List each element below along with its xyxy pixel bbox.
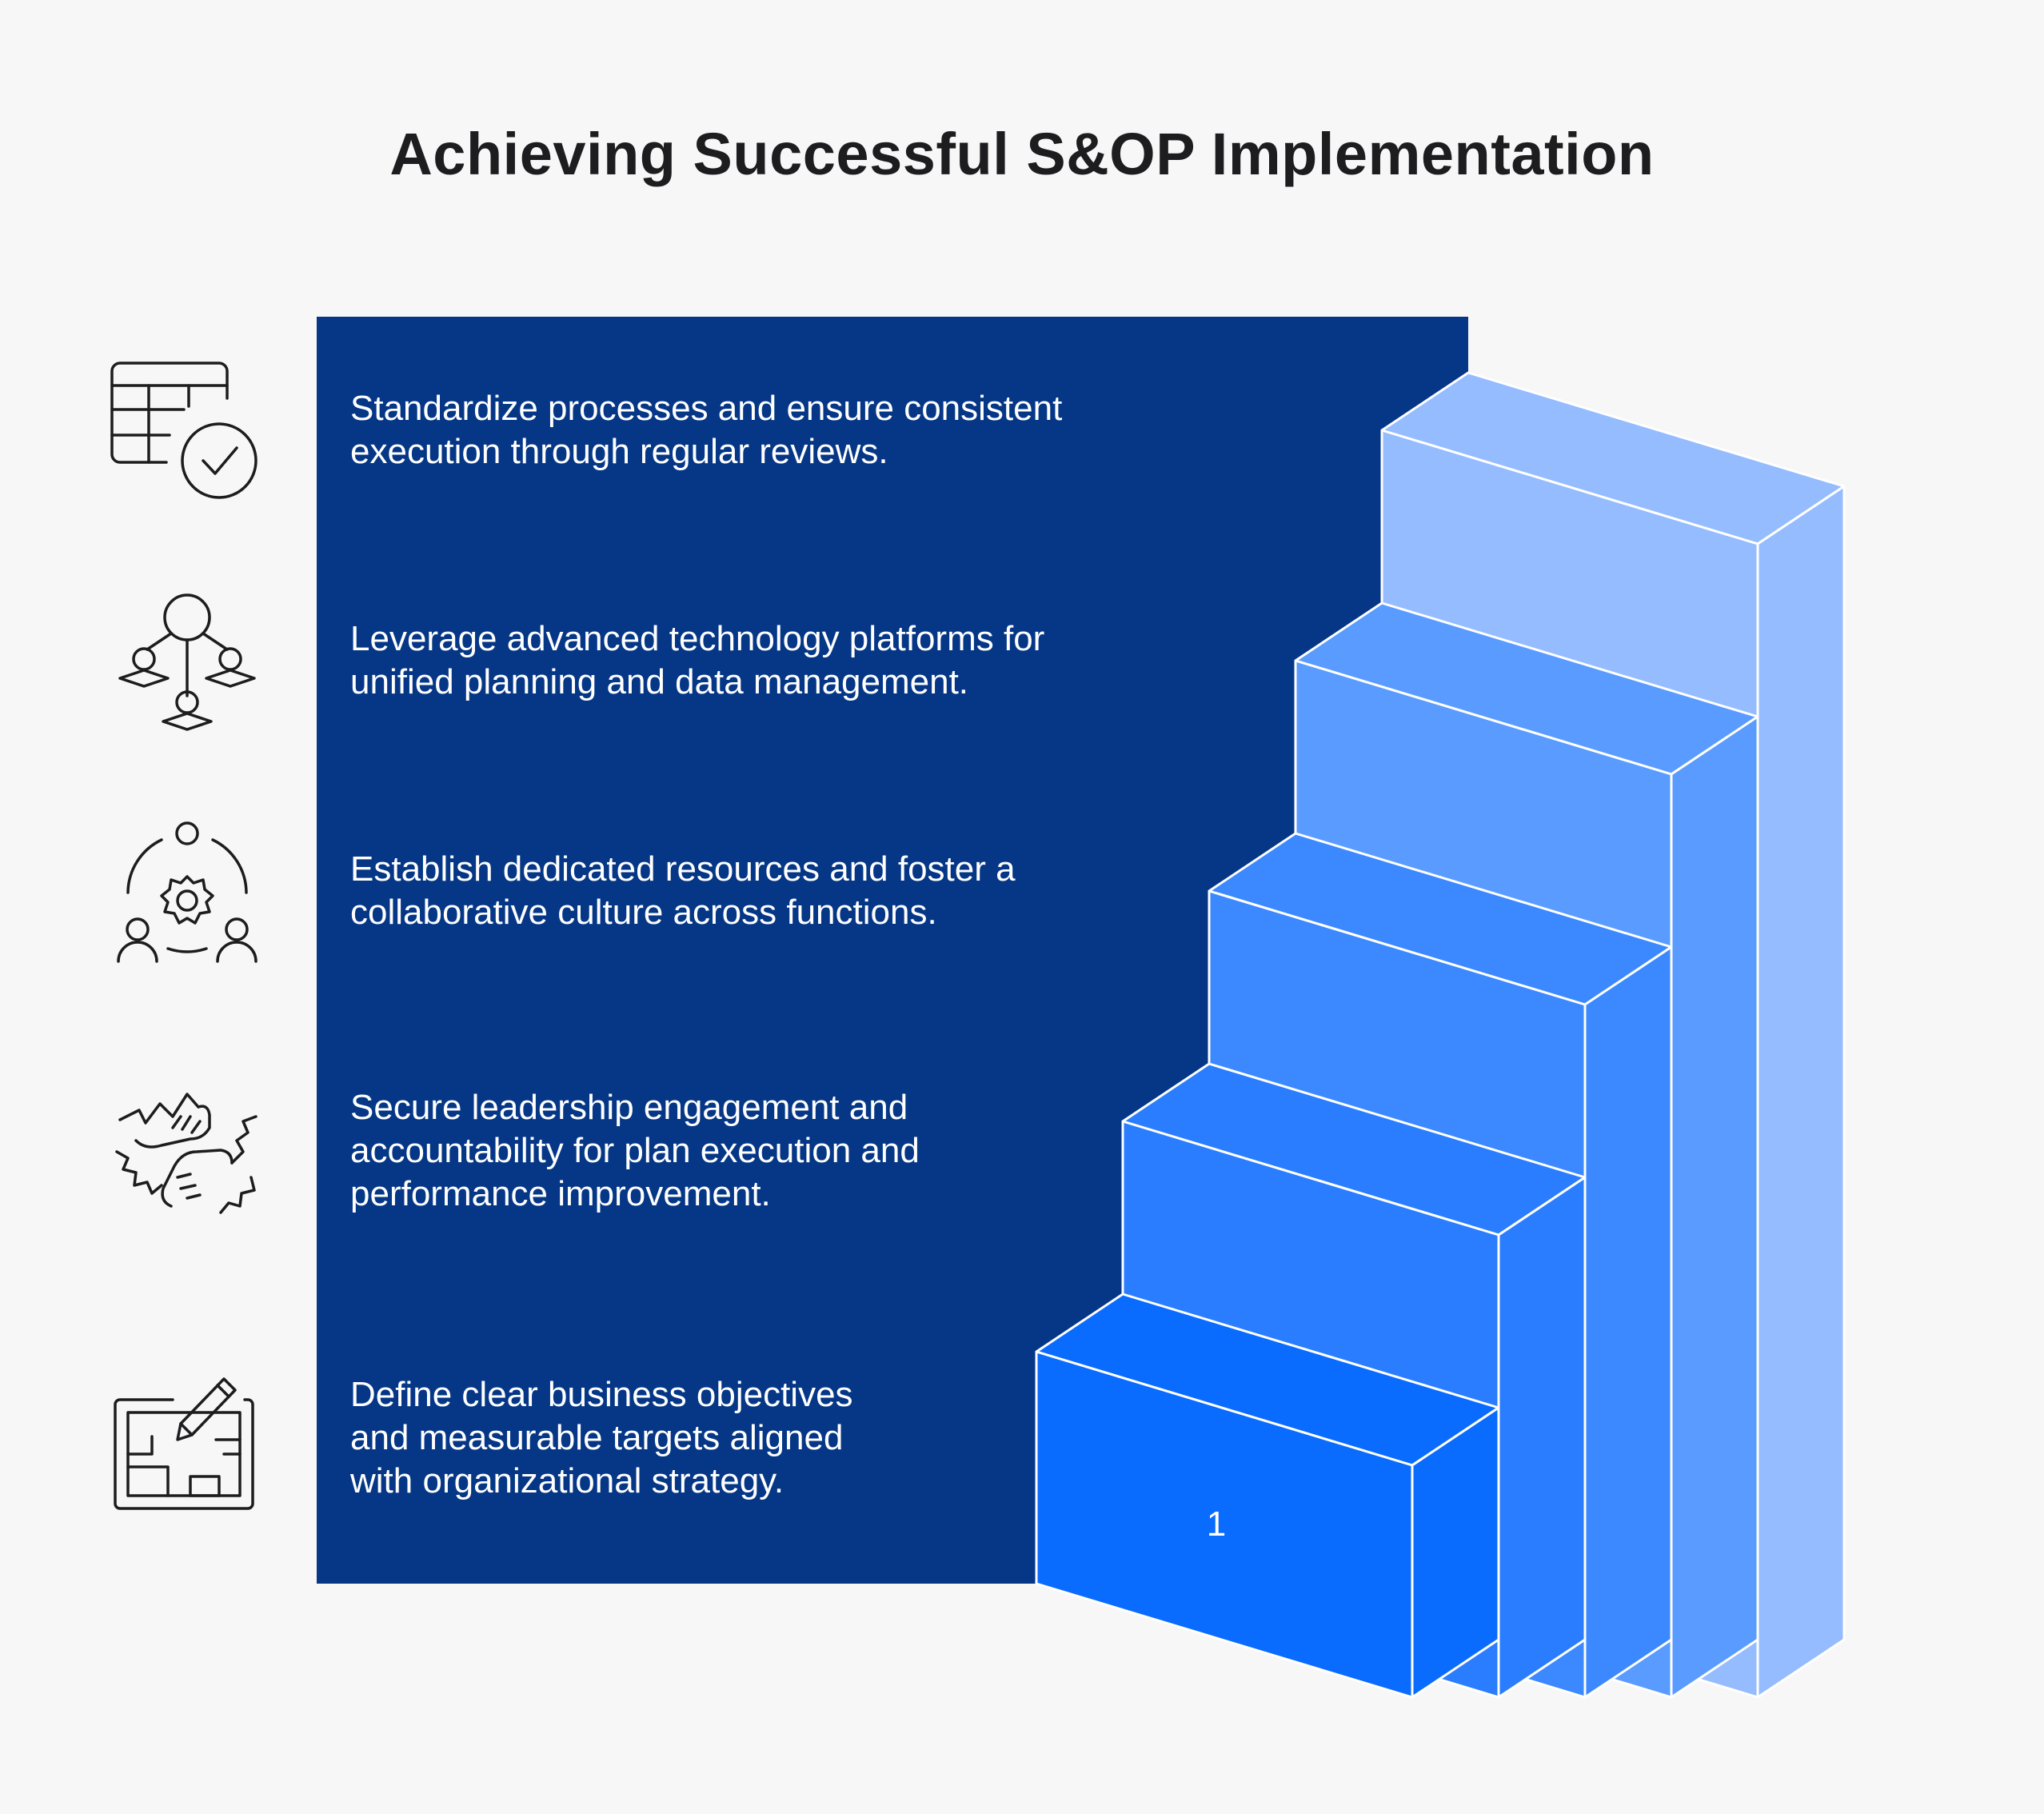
step-4-text: Leverage advanced technology platforms f… [350,619,1045,701]
team-gear-icon [104,816,264,976]
table-checkmark-icon [104,352,264,512]
step-3-text: Establish dedicated resources and foster… [350,849,1016,932]
step-1-number: 1 [1207,1504,1226,1544]
network-people-icon [104,584,264,744]
blueprint-pencil-icon [104,1360,264,1520]
step-3-side [1583,945,1673,1699]
step-4-side [1670,715,1759,1699]
handshake-gears-icon [104,1072,264,1232]
step-1-text: Define clear business objectives and mea… [350,1375,853,1500]
step-2-side [1497,1176,1587,1699]
step-5-text: Standardize processes and ensure consist… [350,389,1063,471]
step-1-front [1035,1350,1414,1699]
step-2-text: Secure leadership engagement and account… [350,1088,920,1213]
step-5-side [1756,485,1846,1699]
page-title: Achieving Successful S&OP Implementation [389,121,1655,187]
